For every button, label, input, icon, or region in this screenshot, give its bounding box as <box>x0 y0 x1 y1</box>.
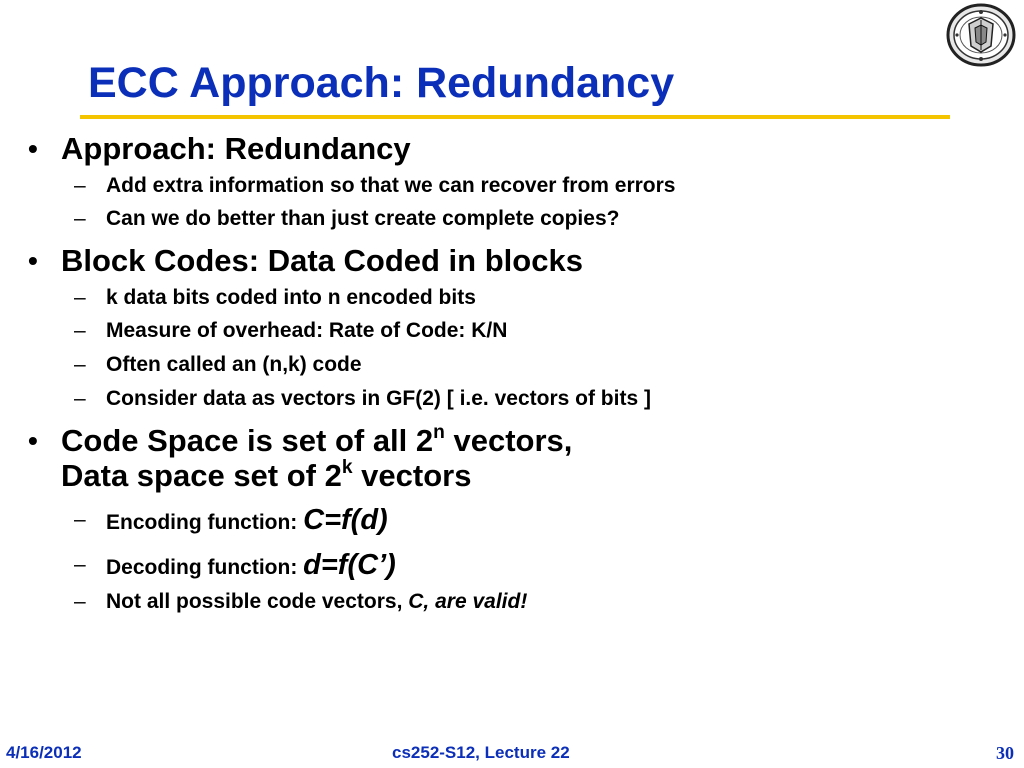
sub-text: k data bits coded into n encoded bits <box>106 286 476 309</box>
sub-text: Consider data as vectors in GF(2) [ i.e.… <box>106 387 651 410</box>
sub-marker: – <box>74 553 86 576</box>
valid-label: Not all possible code vectors, <box>106 590 409 613</box>
bullet-text: Data space set of 2k vectors <box>61 458 471 493</box>
sub-marker: – <box>74 590 86 613</box>
footer-date: 4/16/2012 <box>6 743 82 762</box>
sub-marker: – <box>74 353 86 376</box>
title-underline <box>80 115 950 119</box>
sub-text: Not all possible code vectors, C, are va… <box>106 589 527 615</box>
encoding-label: Encoding function: <box>106 511 304 534</box>
bullet-marker: • <box>28 133 38 164</box>
sub-text: Can we do better than just create comple… <box>106 207 620 230</box>
decoding-formula: d=f(C’) <box>303 549 396 581</box>
exponent-n: n <box>433 421 445 443</box>
code-space-text: Code Space is set of all 2 <box>61 423 434 458</box>
sub-marker: – <box>74 207 86 230</box>
bullet-text: Code Space is set of all 2n vectors, <box>61 423 572 458</box>
sub-marker: – <box>74 508 86 531</box>
exponent-k: k <box>341 456 353 478</box>
decoding-label: Decoding function: <box>106 556 304 579</box>
sub-marker: – <box>74 174 86 197</box>
footer-course: cs252-S12, Lecture 22 <box>392 743 570 762</box>
bullet-text: Approach: Redundancy <box>61 131 411 166</box>
bullet-text: Block Codes: Data Coded in blocks <box>61 243 583 278</box>
valid-italic: C, are valid! <box>408 590 528 613</box>
sub-marker: – <box>74 387 86 410</box>
page-number: 30 <box>996 743 1014 763</box>
sub-marker: – <box>74 286 86 309</box>
data-space-text: Data space set of 2 <box>61 458 342 493</box>
data-space-suffix: vectors <box>352 458 472 493</box>
sub-text: Decoding function: d=f(C’) <box>106 549 396 581</box>
encoding-formula: C=f(d) <box>303 504 388 536</box>
sub-text: Measure of overhead: Rate of Code: K/N <box>106 319 508 342</box>
bullet-marker: • <box>28 245 38 276</box>
sub-text: Add extra information so that we can rec… <box>106 174 676 197</box>
sub-text: Encoding function: C=f(d) <box>106 504 388 536</box>
slide-title: ECC Approach: Redundancy <box>88 59 675 107</box>
sub-text: Often called an (n,k) code <box>106 353 362 376</box>
sub-marker: – <box>74 319 86 342</box>
code-space-suffix: vectors, <box>444 423 573 458</box>
bullet-marker: • <box>28 425 38 456</box>
university-seal-icon <box>946 3 1016 67</box>
